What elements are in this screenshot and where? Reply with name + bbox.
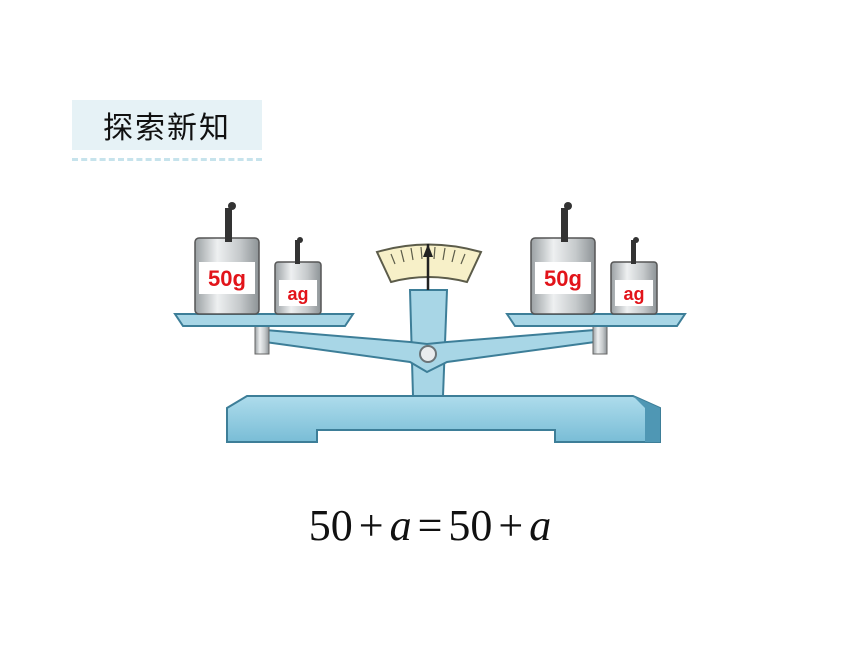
equation-equals: = bbox=[417, 501, 443, 550]
equation-number: 50 bbox=[448, 501, 493, 550]
equation-variable: a bbox=[529, 501, 552, 550]
equation-number: 50 bbox=[308, 501, 353, 550]
weight-label: 50g bbox=[208, 266, 246, 291]
equation: 50+a=50+a bbox=[0, 500, 860, 551]
scale-dial bbox=[375, 243, 483, 290]
section-divider bbox=[72, 158, 262, 161]
equation-variable: a bbox=[389, 501, 412, 550]
weight-label: ag bbox=[287, 284, 308, 304]
section-title: 探索新知 bbox=[72, 100, 262, 150]
section-title-text: 探索新知 bbox=[103, 111, 231, 146]
scale-base bbox=[226, 395, 661, 443]
weight-50g-right: 50g bbox=[530, 202, 596, 315]
weight-50g-left: 50g bbox=[194, 202, 260, 315]
weight-ag-right: ag bbox=[610, 237, 658, 315]
pivot-icon bbox=[419, 345, 437, 363]
weight-label: 50g bbox=[544, 266, 582, 291]
weight-label: ag bbox=[623, 284, 644, 304]
balance-scale-diagram: 50g ag 50g ag bbox=[173, 202, 687, 443]
equation-plus: + bbox=[358, 501, 384, 550]
equation-plus: + bbox=[498, 501, 524, 550]
weight-ag-left: ag bbox=[274, 237, 322, 315]
